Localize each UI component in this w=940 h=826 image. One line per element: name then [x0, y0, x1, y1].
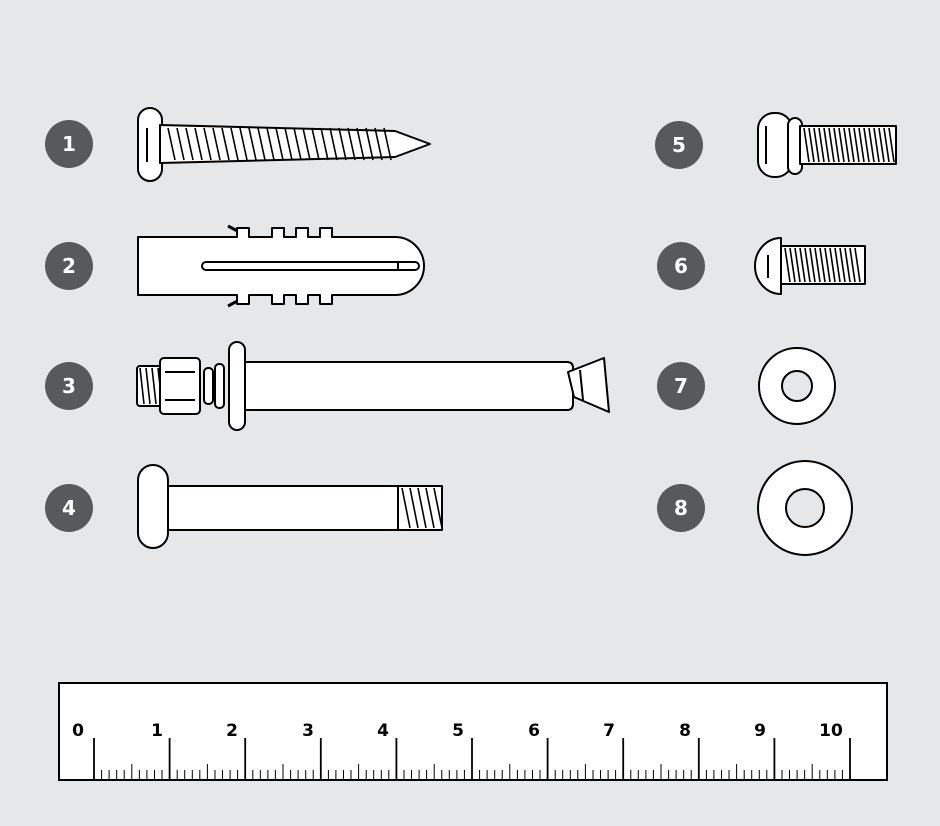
part-label-7: 7 [674, 374, 688, 398]
ruler-body [58, 682, 888, 781]
pan-head-machine-screw-icon [754, 237, 866, 295]
ruler-number-4: 4 [377, 721, 389, 741]
barrel-nut-bolt-icon [137, 464, 443, 549]
part-badge-7: 7 [657, 362, 705, 410]
part-label-1: 1 [62, 132, 76, 156]
ruler-ticks [93, 738, 851, 780]
ruler-number-2: 2 [226, 721, 238, 741]
ruler-number-0: 0 [72, 721, 84, 741]
part-badge-5: 5 [655, 121, 703, 169]
part-badge-6: 6 [657, 242, 705, 290]
part-badge-3: 3 [45, 362, 93, 410]
part-label-2: 2 [62, 254, 76, 278]
part-badge-8: 8 [657, 484, 705, 532]
part-label-6: 6 [674, 254, 688, 278]
ruler-numbers: 0 1 2 3 4 5 6 7 8 9 10 [72, 721, 843, 741]
part-label-8: 8 [674, 496, 688, 520]
part-label-3: 3 [62, 374, 76, 398]
ruler-number-3: 3 [302, 721, 314, 741]
ruler-number-6: 6 [528, 721, 540, 741]
ruler-number-1: 1 [151, 721, 163, 741]
large-flat-washer-icon [757, 460, 853, 556]
part-badge-2: 2 [45, 242, 93, 290]
wall-plug-icon [137, 224, 425, 308]
part-badge-1: 1 [45, 120, 93, 168]
ruler-number-9: 9 [754, 721, 766, 741]
ruler-number-7: 7 [603, 721, 615, 741]
wood-screw-icon [137, 107, 431, 182]
ruler-number-5: 5 [452, 721, 464, 741]
ruler: 0 1 2 3 4 5 6 7 8 9 10 [58, 682, 888, 781]
ruler-number-10: 10 [819, 721, 843, 741]
part-badge-4: 4 [45, 484, 93, 532]
ruler-number-8: 8 [679, 721, 691, 741]
part-label-5: 5 [672, 133, 686, 157]
machine-screw-with-washer-icon [757, 112, 897, 178]
part-label-4: 4 [62, 496, 76, 520]
small-flat-washer-icon [758, 347, 836, 425]
sleeve-anchor-bolt-icon [136, 341, 610, 431]
